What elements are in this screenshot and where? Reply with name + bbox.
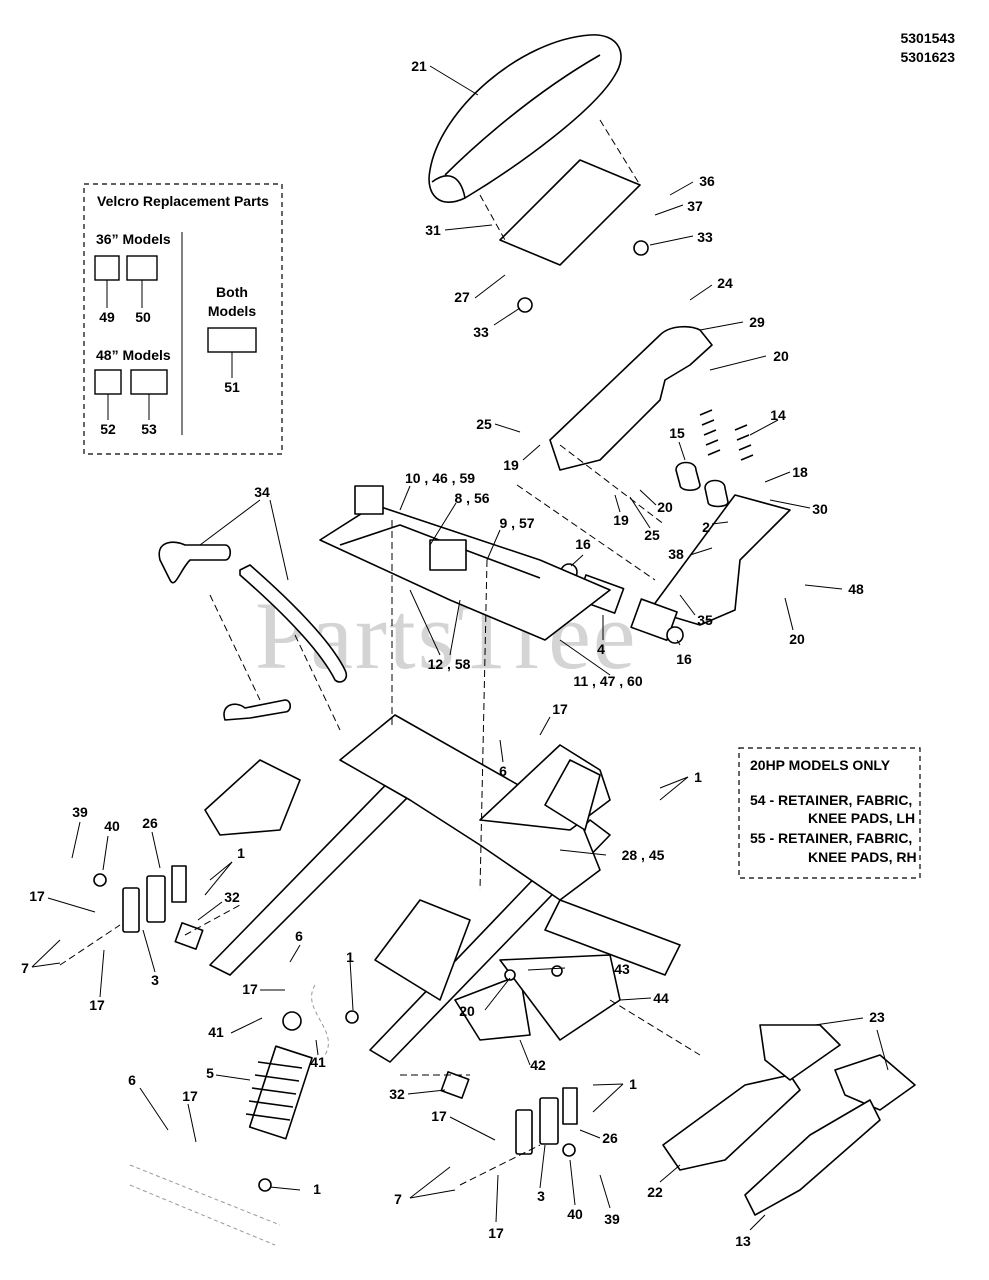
hp-line-55b: KNEE PADS, RH [808, 849, 917, 865]
callout-5: 5 [206, 1065, 214, 1081]
callout-labels: 21 36 37 31 33 27 33 24 29 20 25 19 14 1… [21, 58, 885, 1249]
callout-33b: 33 [473, 324, 489, 340]
callout-40b: 40 [567, 1206, 583, 1222]
hp-line-55a: 55 - RETAINER, FABRIC, [750, 830, 912, 846]
callout-9-57: 9 , 57 [499, 515, 534, 531]
callout-12-58: 12 , 58 [428, 656, 471, 672]
callout-11-47-60: 11 , 47 , 60 [573, 673, 642, 689]
callout-2: 2 [702, 519, 710, 535]
callout-33a: 33 [697, 229, 713, 245]
velcro-item-50: 50 [135, 309, 151, 325]
velcro-patch-49 [94, 255, 120, 281]
callout-48: 48 [848, 581, 864, 597]
callout-27: 27 [454, 289, 470, 305]
models-48-label: 48” Models [96, 347, 171, 363]
callout-3a: 3 [151, 972, 159, 988]
velcro-item-52: 52 [100, 421, 116, 437]
callout-34: 34 [254, 484, 270, 500]
callout-36: 36 [699, 173, 715, 189]
callout-10-46-59: 10 , 46 , 59 [405, 470, 475, 486]
callout-19a: 19 [503, 457, 519, 473]
callout-22: 22 [647, 1184, 663, 1200]
velcro-patch-53 [130, 369, 168, 395]
callout-24: 24 [717, 275, 733, 291]
hp-box-title: 20HP MODELS ONLY [750, 757, 891, 773]
callout-41a: 41 [208, 1024, 224, 1040]
velcro-item-51: 51 [224, 379, 240, 395]
velcro-item-49: 49 [99, 309, 115, 325]
callout-17d: 17 [242, 981, 258, 997]
callout-20c: 20 [789, 631, 805, 647]
callout-3b: 3 [537, 1188, 545, 1204]
velcro-title: Velcro Replacement Parts [97, 193, 269, 209]
callout-4: 4 [597, 641, 605, 657]
velcro-patch-52 [94, 369, 122, 395]
callout-20b: 20 [657, 499, 673, 515]
callout-30: 30 [812, 501, 828, 517]
callout-40a: 40 [104, 818, 120, 834]
callout-6a: 6 [499, 763, 507, 779]
callout-1b: 1 [237, 845, 245, 861]
hp-models-box: 20HP MODELS ONLY 54 - RETAINER, FABRIC, … [738, 747, 921, 879]
callout-7b: 7 [394, 1191, 402, 1207]
callout-19b: 19 [613, 512, 629, 528]
hp-line-54b: KNEE PADS, LH [808, 810, 915, 826]
callout-18: 18 [792, 464, 808, 480]
velcro-patch-50 [126, 255, 158, 281]
part-drawings [59, 34, 916, 1246]
callout-7a: 7 [21, 960, 29, 976]
callout-44: 44 [653, 990, 669, 1006]
callout-25a: 25 [476, 416, 492, 432]
callout-31: 31 [425, 222, 441, 238]
velcro-patch-51 [207, 327, 257, 353]
callout-28-45: 28 , 45 [622, 847, 665, 863]
callout-6c: 6 [128, 1072, 136, 1088]
models-36-label: 36” Models [96, 231, 171, 247]
both-models-line2: Models [208, 303, 256, 319]
callout-17b: 17 [29, 888, 45, 904]
callout-41b: 41 [310, 1054, 326, 1070]
callout-29: 29 [749, 314, 765, 330]
callout-17g: 17 [488, 1225, 504, 1241]
callout-38: 38 [668, 546, 684, 562]
both-models-line1: Both [216, 284, 248, 300]
hp-line-54a: 54 - RETAINER, FABRIC, [750, 792, 912, 808]
part-number-1: 5301543 [900, 30, 955, 46]
callout-17c: 17 [89, 997, 105, 1013]
velcro-replacement-box: Velcro Replacement Parts 36” Models 48” … [83, 183, 283, 455]
callout-21: 21 [411, 58, 427, 74]
callout-32a: 32 [224, 889, 240, 905]
callout-35: 35 [697, 612, 713, 628]
callout-14: 14 [770, 407, 786, 423]
callout-25b: 25 [644, 527, 660, 543]
callout-1c: 1 [346, 949, 354, 965]
callout-39b: 39 [604, 1211, 620, 1227]
callout-1d: 1 [629, 1076, 637, 1092]
callout-32b: 32 [389, 1086, 405, 1102]
part-number-2: 5301623 [900, 49, 955, 65]
callout-20a: 20 [773, 348, 789, 364]
callout-16a: 16 [575, 536, 591, 552]
callout-39a: 39 [72, 804, 88, 820]
callout-8-56: 8 , 56 [454, 490, 489, 506]
callout-16b: 16 [676, 651, 692, 667]
callout-15: 15 [669, 425, 685, 441]
callout-13: 13 [735, 1233, 751, 1249]
callout-1e: 1 [313, 1181, 321, 1197]
velcro-item-53: 53 [141, 421, 157, 437]
callout-17a: 17 [552, 701, 568, 717]
callout-37: 37 [687, 198, 703, 214]
callout-17e: 17 [431, 1108, 447, 1124]
callout-6b: 6 [295, 928, 303, 944]
callout-leaders [31, 65, 889, 1231]
callout-43: 43 [614, 961, 630, 977]
callout-1a: 1 [694, 769, 702, 785]
callout-26b: 26 [602, 1130, 618, 1146]
callout-26a: 26 [142, 815, 158, 831]
callout-17f: 17 [182, 1088, 198, 1104]
callout-23: 23 [869, 1009, 885, 1025]
callout-20d: 20 [459, 1003, 475, 1019]
callout-42: 42 [530, 1057, 546, 1073]
